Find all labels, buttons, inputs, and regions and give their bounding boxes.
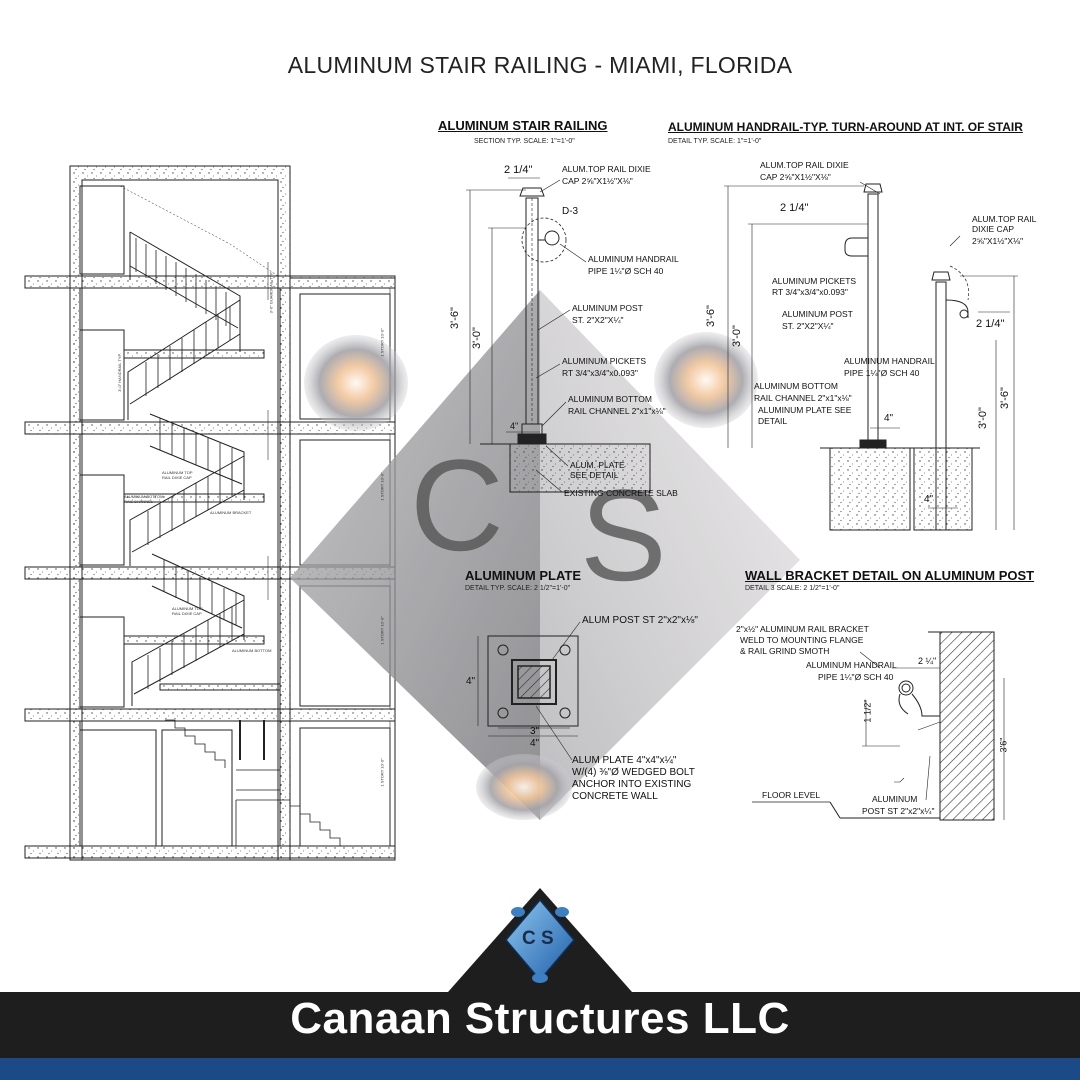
bracket-dim-height: 3'6" bbox=[998, 737, 1009, 753]
section-label-3: ALUMINUM BOTTOM bbox=[124, 494, 164, 499]
turn-note-plate-1: ALUMINUM PLATE SEE bbox=[758, 405, 852, 415]
stair-railing-dim-base: 4" bbox=[510, 421, 519, 431]
plate-dim-side: 4" bbox=[466, 676, 476, 687]
turn-dim-base-b: 4" bbox=[924, 494, 934, 505]
stair-note-pickets-2: RT 3/4"x3/4"x0.093" bbox=[562, 368, 638, 378]
level-label-4: 1 STORY 10'-0" bbox=[379, 758, 385, 787]
turn-dim-h4: 3'-6" bbox=[998, 387, 1011, 409]
stair-flights bbox=[119, 185, 341, 846]
stair-railing-section-drawing bbox=[466, 177, 651, 493]
plate-drawing bbox=[477, 621, 581, 761]
section-label-2: RAIL DIXIE CAP bbox=[162, 475, 192, 480]
turn-dim-width-a: 2 1/4" bbox=[780, 202, 809, 214]
watermark-letter-c: C bbox=[410, 432, 504, 578]
turn-note-bottom-1: ALUMINUM BOTTOM bbox=[754, 381, 838, 391]
section-typ-2: 3'-6" GUARDRAIL TYP. bbox=[268, 271, 274, 314]
stair-note-handrail-1: ALUMINUM HANDRAIL bbox=[588, 254, 679, 264]
stair-note-bottom-2: RAIL CHANNEL 2"x1"x⅛" bbox=[568, 406, 666, 416]
section-label-8: ALUMINUM BOTTOM bbox=[232, 648, 272, 653]
stair-note-plate-1: ALUM. PLATE bbox=[570, 460, 625, 470]
section-label-4: RAIL CHANNEL bbox=[124, 499, 153, 504]
watermark-pyramid bbox=[290, 290, 800, 820]
turnaround-drawing bbox=[724, 181, 1018, 531]
company-name: Canaan Structures LLC bbox=[290, 994, 790, 1043]
company-logo-mark bbox=[448, 888, 632, 992]
plate-note-post: ALUM POST ST 2"x2"x⅛" bbox=[582, 615, 698, 626]
stair-section-elevation bbox=[24, 165, 396, 861]
section-label-7: RAIL DIXIE CAP bbox=[172, 611, 202, 616]
turn-note-post-1: ALUMINUM POST bbox=[782, 309, 853, 319]
bracket-note-3: & RAIL GRIND SMOTH bbox=[740, 646, 830, 656]
stair-note-top-rail-1: ALUM.TOP RAIL DIXIE bbox=[562, 164, 651, 174]
plate-note-4: CONCRETE WALL bbox=[572, 791, 658, 802]
turn-dim-base-a: 4" bbox=[884, 413, 894, 424]
bracket-note-2: WELD TO MOUNTING FLANGE bbox=[740, 635, 864, 645]
bracket-dim-v: 1 1/2" bbox=[862, 699, 873, 723]
stair-railing-detail-ref: D-3 bbox=[562, 206, 579, 217]
plate-note-1: ALUM PLATE 4"x4"x¼" bbox=[572, 755, 677, 766]
turn-note-top-rail-r3: 2⅝"X1½"X⅛" bbox=[972, 236, 1024, 246]
turn-note-top-rail-2: CAP 2⅝"X1½"X⅛" bbox=[760, 172, 831, 182]
footer-accent-bar bbox=[0, 1058, 1080, 1080]
turn-note-pickets-2: RT 3/4"x3/4"x0.093" bbox=[772, 287, 848, 297]
bracket-note-floor: FLOOR LEVEL bbox=[762, 790, 821, 800]
stair-note-post-2: ST. 2"X2"X¼" bbox=[572, 315, 624, 325]
stair-railing-heading: ALUMINUM STAIR RAILING bbox=[438, 118, 608, 133]
stair-railing-dim-h1: 3'-6" bbox=[448, 307, 461, 329]
bracket-dim-offset: 2 ¼" bbox=[918, 656, 937, 666]
section-label-5: ALUMINUM BRACKET bbox=[210, 510, 252, 515]
turn-note-handrail-2: PIPE 1¼"Ø SCH 40 bbox=[844, 368, 920, 378]
bracket-note-post-1: ALUMINUM bbox=[872, 794, 918, 804]
level-label-3: 1 STORY 10'-0" bbox=[379, 616, 385, 645]
stair-railing-dim-top-width: 2 1/4" bbox=[504, 164, 533, 176]
turn-note-top-rail-r2: DIXIE CAP bbox=[972, 224, 1015, 234]
plate-heading: ALUMINUM PLATE bbox=[465, 568, 582, 583]
bracket-heading: WALL BRACKET DETAIL ON ALUMINUM POST bbox=[745, 568, 1035, 583]
turn-dim-h2: 3'-0" bbox=[730, 325, 743, 347]
bracket-note-post-2: POST ST 2"x2"x¼" bbox=[862, 806, 935, 816]
turn-dim-width-b: 2 1/4" bbox=[976, 318, 1005, 330]
plate-note-2: W/(4) ⅜"Ø WEDGED BOLT bbox=[572, 767, 695, 778]
bracket-subheading: DETAIL 3 SCALE: 2 1/2"=1'-0" bbox=[745, 585, 840, 592]
page-title: ALUMINUM STAIR RAILING - MIAMI, FLORIDA bbox=[287, 52, 793, 78]
footer-bar bbox=[0, 992, 1080, 1058]
turn-note-bottom-2: RAIL CHANNEL 2"x1"x⅛" bbox=[754, 393, 852, 403]
turn-note-plate-2: DETAIL bbox=[758, 416, 788, 426]
watermark-letter-s: S bbox=[580, 462, 667, 608]
turn-note-pickets-1: ALUMINUM PICKETS bbox=[772, 276, 857, 286]
turnaround-subheading: DETAIL TYP. SCALE: 1"=1'-0" bbox=[668, 138, 762, 145]
logo-letters: C S bbox=[522, 928, 554, 949]
turn-note-post-2: ST. 2"X2"X¼" bbox=[782, 321, 834, 331]
bracket-note-1: 2"x½" ALUMINUM RAIL BRACKET bbox=[736, 624, 869, 634]
turnaround-heading: ALUMINUM HANDRAIL-TYP. TURN-AROUND AT IN… bbox=[668, 120, 1023, 134]
level-label-1: 1 STORY 10'-0" bbox=[379, 328, 385, 357]
turn-dim-h3: 3'-0" bbox=[976, 407, 989, 429]
stair-railing-subheading: SECTION TYP. SCALE: 1"=1'-0" bbox=[474, 138, 575, 145]
turn-note-handrail-1: ALUMINUM HANDRAIL bbox=[844, 356, 935, 366]
stair-note-plate-2: SEE DETAIL bbox=[570, 470, 619, 480]
stair-note-slab: EXISTING CONCRETE SLAB bbox=[564, 488, 678, 498]
turn-note-top-rail-r1: ALUM.TOP RAIL bbox=[972, 214, 1037, 224]
stair-railing-dim-h2: 3'-0" bbox=[470, 327, 483, 349]
stair-note-handrail-2: PIPE 1¼"Ø SCH 40 bbox=[588, 266, 664, 276]
bracket-note-handrail-2: PIPE 1¼"Ø SCH 40 bbox=[818, 672, 894, 682]
plate-dim-inner: 3" bbox=[530, 726, 540, 737]
section-label-1: ALUMINUM TOP bbox=[162, 470, 193, 475]
turn-dim-h1: 3'-6" bbox=[704, 305, 717, 327]
section-typ-1: 3'-0" HANDRAIL TYP. bbox=[116, 353, 122, 392]
stair-note-bottom-1: ALUMINUM BOTTOM bbox=[568, 394, 652, 404]
section-label-6: ALUMINUM TOP bbox=[172, 606, 203, 611]
plate-note-3: ANCHOR INTO EXISTING bbox=[572, 779, 692, 790]
level-label-2: 1 STORY 10'-0" bbox=[379, 472, 385, 501]
turn-note-top-rail-1: ALUM.TOP RAIL DIXIE bbox=[760, 160, 849, 170]
plate-subheading: DETAIL TYP. SCALE: 2 1/2"=1'-0" bbox=[465, 585, 571, 592]
stair-note-post-1: ALUMINUM POST bbox=[572, 303, 643, 313]
plate-dim-outer: 4" bbox=[530, 738, 540, 749]
bracket-drawing bbox=[752, 631, 1005, 821]
bracket-note-handrail-1: ALUMINUM HANDRAIL bbox=[806, 660, 897, 670]
stair-note-pickets-1: ALUMINUM PICKETS bbox=[562, 356, 647, 366]
stair-note-top-rail-2: CAP 2⅝"X1½"X⅛" bbox=[562, 176, 633, 186]
